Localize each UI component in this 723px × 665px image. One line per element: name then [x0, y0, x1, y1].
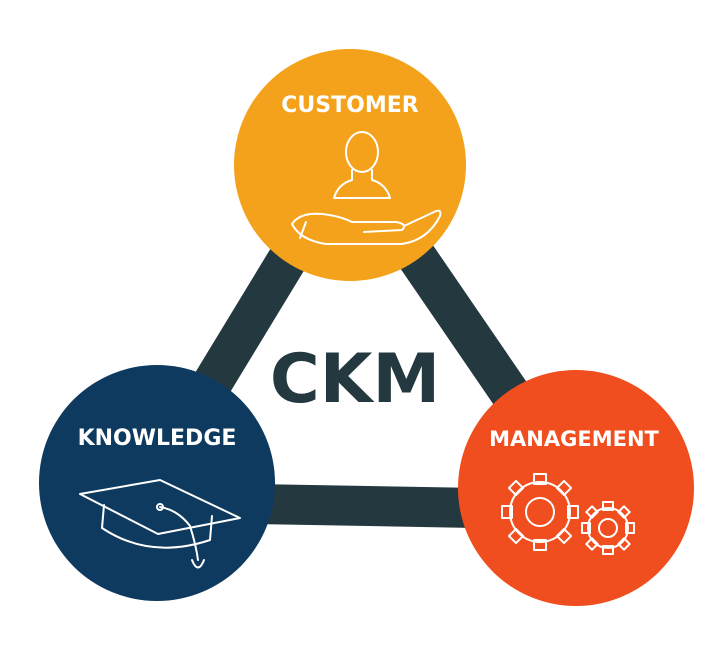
customer-label: CUSTOMER — [281, 93, 418, 118]
management-circle — [458, 370, 694, 606]
center-label: CKM — [270, 340, 440, 419]
customer-in-hand-icon — [291, 131, 442, 245]
knowledge-label: KNOWLEDGE — [78, 426, 237, 451]
node-management: MANAGEMENT — [458, 370, 694, 606]
management-label: MANAGEMENT — [489, 427, 659, 451]
node-knowledge: KNOWLEDGE — [39, 365, 275, 601]
triangle-frame — [104, 121, 629, 531]
gears-icon — [501, 473, 635, 555]
node-customer: CUSTOMER — [234, 49, 466, 281]
knowledge-circle — [39, 365, 275, 601]
graduation-cap-icon — [79, 479, 241, 569]
